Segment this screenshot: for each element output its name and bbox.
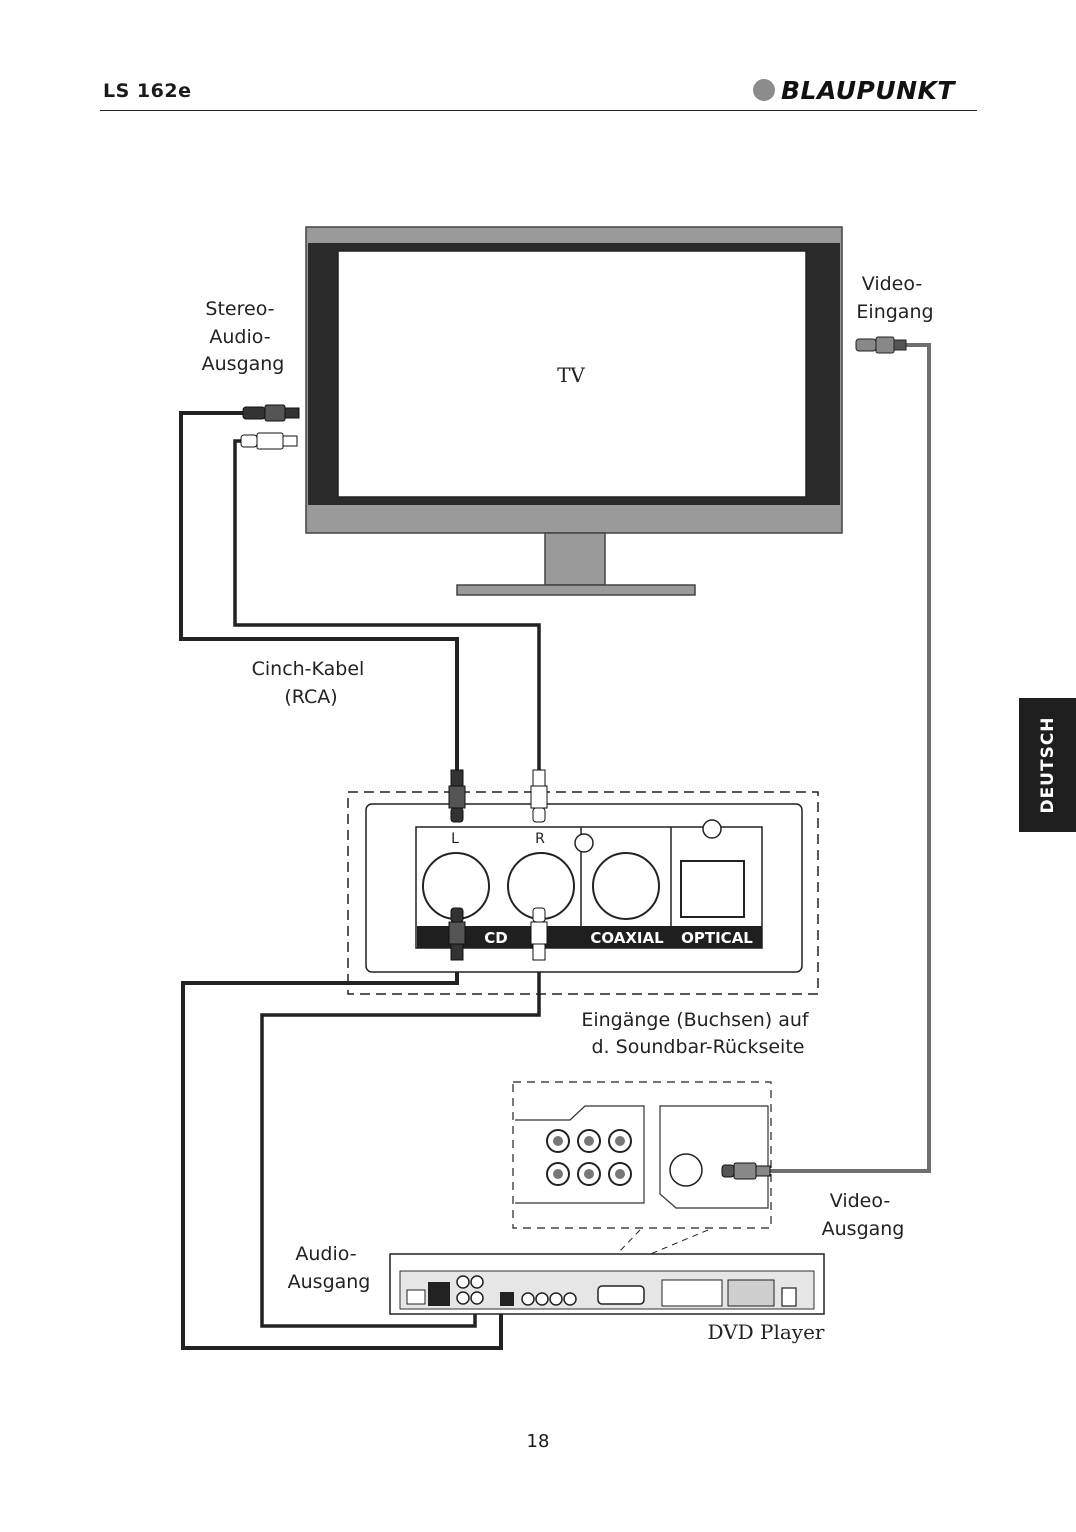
jack-l-label: L (451, 831, 459, 847)
screw-icon (575, 834, 593, 852)
page-number: 18 (0, 1431, 1076, 1452)
tv-label: TV (557, 363, 585, 387)
dvd-label: DVD Player (708, 1320, 825, 1344)
dvd-video-out-label: Video- Ausgang (822, 1190, 905, 1240)
dvd-audio-out-label: Audio- Ausgang (288, 1243, 371, 1293)
optical-port-icon (681, 861, 744, 917)
video-jack-icon (670, 1154, 702, 1186)
rca-plug-icon (449, 908, 465, 960)
rca-plug-icon (243, 405, 299, 421)
coaxial-jack-icon (593, 853, 659, 919)
tv-stand-neck (545, 533, 605, 585)
soundbar-panel: CD COAXIAL OPTICAL L R (348, 792, 818, 994)
rca-plug-icon (531, 908, 547, 960)
tv-illustration: TV (306, 227, 842, 595)
rca-plug-icon (449, 770, 465, 822)
dvd-player (390, 1254, 824, 1314)
rca-plug-icon (856, 337, 906, 353)
strip-cd: CD (484, 929, 507, 947)
tv-audio-out-label: Stereo- Audio- Ausgang (202, 298, 285, 375)
strip-optical: OPTICAL (681, 929, 753, 947)
rca-plug-icon (241, 433, 297, 449)
soundbar-caption: Eingänge (Buchsen) auf d. Soundbar-Rücks… (581, 1009, 814, 1058)
rca-plug-icon (531, 770, 547, 822)
tv-stand-base (457, 585, 695, 595)
jack-r-label: R (535, 831, 545, 847)
screw-icon (703, 820, 721, 838)
strip-coaxial: COAXIAL (590, 929, 664, 947)
dvd-detail-zoom (513, 1082, 771, 1274)
cable-label: Cinch-Kabel (RCA) (252, 658, 371, 708)
tv-video-in-label: Video- Eingang (856, 273, 933, 323)
